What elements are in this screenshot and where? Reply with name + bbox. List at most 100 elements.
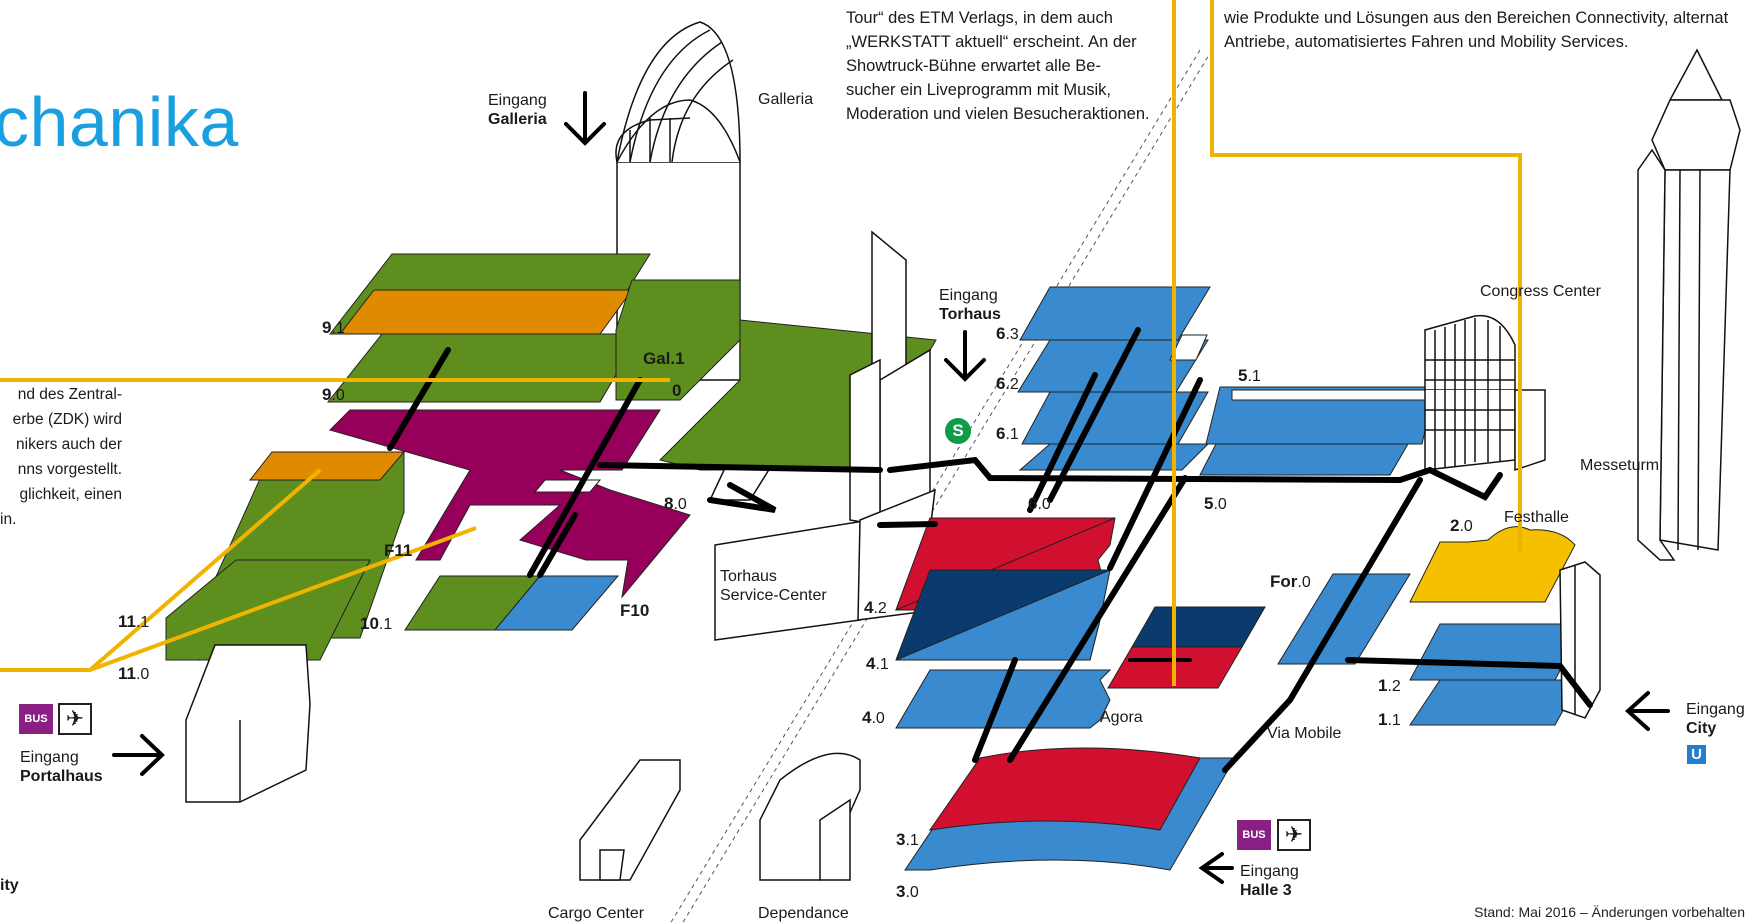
hall-num: For bbox=[1270, 572, 1298, 591]
label-via-mobile: Via Mobile bbox=[1267, 725, 1342, 742]
hall-1-stack[interactable] bbox=[1409, 623, 1586, 726]
hall-label-3-1[interactable]: 3.1 bbox=[896, 830, 919, 850]
hall-sub: .3 bbox=[1005, 326, 1019, 343]
hall-label-forum-0[interactable]: For.0 bbox=[1270, 572, 1311, 592]
hall-sub: .0 bbox=[331, 387, 345, 404]
footer-note: Stand: Mai 2016 – Änderungen vorbehalten bbox=[1474, 904, 1745, 920]
cargo-center-building[interactable] bbox=[579, 759, 681, 881]
callout-lines bbox=[0, 0, 1522, 686]
hall-sub: .0 bbox=[673, 496, 687, 513]
congress-center-building[interactable] bbox=[1424, 314, 1546, 472]
hall-num: 9 bbox=[322, 385, 332, 404]
hall-label-4-2[interactable]: 4.2 bbox=[864, 598, 887, 618]
hall-num: 11 bbox=[118, 612, 136, 631]
hall-num: 3 bbox=[896, 882, 906, 901]
hall-label-6-3[interactable]: 6.3 bbox=[996, 324, 1019, 344]
hall-sub: .2 bbox=[1005, 376, 1019, 393]
info-text-line: Showtruck-Bühne erwartet alle Be- bbox=[846, 57, 1101, 75]
info-text-right: wie Produkte und Lösungen aus den Bereic… bbox=[1224, 6, 1747, 54]
hall-label-9-0[interactable]: 9.0 bbox=[322, 385, 345, 405]
hall-10-1[interactable] bbox=[404, 575, 620, 631]
hall-label-f11[interactable]: F11 bbox=[384, 541, 412, 561]
hall-label-1-2[interactable]: 1.2 bbox=[1378, 676, 1401, 696]
entrance-city[interactable]: Eingang City bbox=[1686, 700, 1745, 738]
hall-label-f10[interactable]: F10 bbox=[620, 601, 649, 621]
entrance-name: Halle 3 bbox=[1240, 882, 1292, 899]
hall-label-5-0[interactable]: 5.0 bbox=[1204, 494, 1227, 514]
bus-icon: BUS bbox=[19, 704, 53, 734]
entrance-portalhaus[interactable]: Eingang Portalhaus bbox=[20, 748, 103, 786]
hall-forum-0[interactable] bbox=[1277, 573, 1411, 665]
hall-label-gal-0[interactable]: 0 bbox=[672, 381, 681, 401]
hall-label-gal-1[interactable]: Gal.1 bbox=[643, 349, 685, 369]
hall-num: 8 bbox=[664, 494, 674, 513]
hall-label-11-0[interactable]: 11.0 bbox=[118, 664, 149, 684]
hall-sub: .0 bbox=[1297, 574, 1311, 591]
hall-4-stack[interactable] bbox=[895, 517, 1116, 729]
entrance-name: Galleria bbox=[488, 111, 547, 128]
dependance-building[interactable] bbox=[759, 752, 861, 881]
entrance-halle-3[interactable]: Eingang Halle 3 bbox=[1240, 862, 1299, 900]
messeturm-building[interactable] bbox=[1637, 48, 1741, 561]
hall-sub: .0 bbox=[1213, 496, 1227, 513]
hall-label-6-2[interactable]: 6.2 bbox=[996, 374, 1019, 394]
hall-num: 4 bbox=[862, 708, 872, 727]
info-text-left: nd des Zentral- erbe (ZDK) wird nikers a… bbox=[0, 382, 122, 532]
hall-num: F11 bbox=[384, 541, 413, 560]
hall-num: 6 bbox=[1028, 494, 1038, 513]
info-text-line: sucher ein Liveprogramm mit Musik, bbox=[846, 81, 1111, 99]
hall-num: 5 bbox=[1204, 494, 1214, 513]
hall-num: 3 bbox=[896, 830, 906, 849]
hall-sub: .1 bbox=[135, 614, 150, 631]
hall-label-1-1[interactable]: 1.1 bbox=[1378, 710, 1401, 730]
hall-sub: .1 bbox=[1247, 368, 1261, 385]
info-text-line: wie Produkte und Lösungen aus den Bereic… bbox=[1224, 9, 1729, 27]
hall-3-stack[interactable] bbox=[904, 747, 1236, 871]
hall-label-4-1[interactable]: 4.1 bbox=[866, 654, 889, 674]
agora[interactable] bbox=[1107, 606, 1266, 689]
entrance-galleria[interactable]: Eingang Galleria bbox=[488, 91, 547, 129]
label-dependance: Dependance bbox=[758, 905, 849, 922]
hall-label-10-1[interactable]: 10.1 bbox=[360, 614, 392, 634]
info-text-line: Antriebe, automatisiertes Fahren und Mob… bbox=[1224, 33, 1629, 51]
info-text-line: nns vorgestellt. bbox=[17, 461, 122, 478]
hall-9-1[interactable] bbox=[328, 253, 651, 335]
hall-num: 11 bbox=[118, 664, 136, 683]
info-text-line: Moderation und vielen Besucheraktionen. bbox=[846, 105, 1150, 123]
hall-sub: .1 bbox=[875, 656, 889, 673]
hall-num: 5 bbox=[1238, 366, 1248, 385]
info-text-line: nd des Zentral- bbox=[17, 386, 122, 403]
hall-label-8-0[interactable]: 8.0 bbox=[664, 494, 687, 514]
entrance-label: Eingang bbox=[1686, 701, 1745, 718]
hall-label-6-0[interactable]: 6.0 bbox=[1028, 494, 1051, 514]
portalhaus-building[interactable] bbox=[185, 644, 311, 803]
hall-label-3-0[interactable]: 3.0 bbox=[896, 882, 919, 902]
hall-label-2-0[interactable]: 2.0 bbox=[1450, 516, 1473, 536]
map-divider-dashed bbox=[669, 49, 1213, 924]
hall-num: 9 bbox=[322, 318, 332, 337]
hall-label-4-0[interactable]: 4.0 bbox=[862, 708, 885, 728]
hall-sub: .0 bbox=[905, 884, 919, 901]
hall-label-6-1[interactable]: 6.1 bbox=[996, 424, 1019, 444]
hall-sub: .0 bbox=[135, 666, 150, 683]
info-text-line: glichkeit, einen bbox=[19, 486, 122, 503]
entrance-name: City bbox=[1686, 720, 1717, 737]
hall-5-1[interactable] bbox=[1199, 386, 1452, 476]
hall-sub: .2 bbox=[1387, 678, 1401, 695]
info-text-line: in. bbox=[0, 511, 17, 528]
hall-label-9-1[interactable]: 9.1 bbox=[322, 318, 345, 338]
hall-label-11-1[interactable]: 11.1 bbox=[118, 612, 149, 632]
hall-sub: .0 bbox=[1037, 496, 1051, 513]
hall-label-5-1[interactable]: 5.1 bbox=[1238, 366, 1261, 386]
hall-festhalle[interactable] bbox=[1409, 526, 1576, 603]
hall-sub: .0 bbox=[871, 710, 885, 727]
label-galleria: Galleria bbox=[758, 91, 814, 108]
label-cargo-center: Cargo Center bbox=[548, 905, 645, 922]
walkway-routes bbox=[387, 327, 1593, 773]
entrance-label: Eingang bbox=[488, 92, 547, 109]
entrance-torhaus[interactable]: Eingang Torhaus bbox=[939, 286, 1001, 324]
torhaus-building[interactable] bbox=[708, 230, 936, 641]
entrance-name: Portalhaus bbox=[20, 768, 103, 785]
bus-icon: BUS bbox=[1237, 820, 1271, 850]
